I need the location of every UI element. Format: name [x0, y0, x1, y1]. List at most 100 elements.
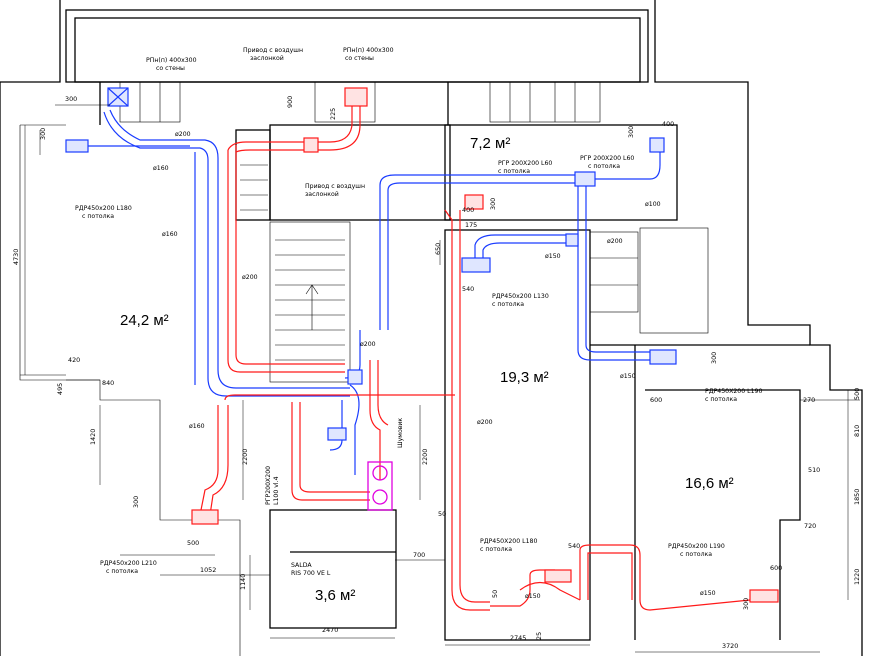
grille-rgr-mid	[464, 194, 484, 210]
dim-label: 810	[853, 425, 861, 437]
dim-label: 300	[742, 598, 750, 610]
dim-label: 2470	[322, 626, 338, 634]
dim-label: 2745	[510, 634, 526, 642]
dim-label: 420	[68, 356, 80, 364]
diffuser-rdr-bc	[544, 569, 572, 583]
dim-label: 600	[770, 564, 782, 572]
label-rpn-left-sub: со стены	[156, 65, 185, 72]
label-drive-top: Привод с воздушн	[243, 47, 303, 54]
label-rdr-right-sub: с потолка	[705, 396, 737, 403]
equipment-labels: РПн(п) 400x300 со стены Привод с воздушн…	[75, 47, 762, 577]
dim-label: 540	[568, 542, 580, 550]
dim-label: 300	[132, 496, 140, 508]
dim-label: 300	[627, 126, 635, 138]
dim-label: 300	[489, 198, 497, 210]
label-salda-model: RIS 700 VE L	[291, 570, 331, 577]
dim-label: 1052	[200, 566, 216, 574]
label-rdr-left: РДР450х200 L180	[75, 205, 132, 212]
label-rdr-left-sub: с потолка	[82, 213, 114, 220]
room-area-e: 3,6 м²	[315, 587, 355, 604]
label-rdr-bl-sub: с потолка	[106, 568, 138, 575]
diam-label: ø150	[545, 253, 561, 260]
dim-label: 400	[662, 120, 674, 128]
label-rdr-br: РДР450х200 L190	[668, 543, 725, 550]
label-rdr-right: РДР450Х200 L190	[705, 388, 762, 395]
dim-label: 720	[804, 522, 816, 530]
label-rdr-bc-sub: с потолка	[480, 546, 512, 553]
dim-label: 840	[102, 379, 114, 387]
dim-label: 500	[187, 539, 199, 547]
dim-label: 300	[710, 352, 718, 364]
diffuser-rdr-bl	[191, 509, 219, 525]
dim-label: 510	[808, 466, 820, 474]
dim-label: 1220	[853, 569, 861, 585]
label-rgr-vert: РГР200Х200	[265, 466, 272, 505]
diffuser-rdr-mid	[461, 257, 491, 273]
dim-label: 50	[491, 590, 499, 598]
diam-label: ø100	[645, 201, 661, 208]
diffuser-rdr-br	[749, 589, 779, 603]
diffuser-rdr-right	[649, 349, 677, 365]
label-rpn-right-sub: со стены	[345, 55, 374, 62]
dim-label: 500	[853, 388, 861, 400]
dim-label: 495	[56, 383, 64, 395]
label-rgr-top-sub: с потолка	[588, 163, 620, 170]
room-area-c: 19,3 м²	[500, 369, 549, 386]
dim-label: 650	[434, 243, 442, 255]
diam-label: ø150	[620, 373, 636, 380]
label-rgr-mid: РГР 200Х200 L60	[498, 160, 552, 167]
diam-label: ø160	[162, 231, 178, 238]
diam-label: ø200	[477, 419, 493, 426]
diam-label: ø150	[525, 593, 541, 600]
dim-label: 2200	[241, 449, 249, 465]
diam-label: ø150	[700, 590, 716, 597]
dim-label: 270	[803, 396, 815, 404]
label-drive-mid-sub: заслонкой	[305, 190, 339, 198]
dim-label: 25	[535, 632, 543, 640]
room-area-d: 16,6 м²	[685, 475, 734, 492]
salda-unit	[367, 461, 393, 511]
label-rdr-bl: РДР450х200 L210	[100, 560, 157, 567]
exhaust-ducts	[65, 87, 677, 475]
label-silencer: Шумовик	[397, 418, 404, 448]
label-rgr-vert-sub: L100 vl.4	[273, 476, 280, 505]
dim-label: 1140	[239, 574, 247, 590]
dim-label: 175	[465, 221, 477, 229]
supply-ducts	[191, 87, 779, 611]
room-area-a: 24,2 м²	[120, 312, 169, 329]
label-rdr-br-sub: с потолка	[680, 551, 712, 558]
dimension-lines	[20, 104, 860, 653]
dim-label: 600	[650, 396, 662, 404]
label-rgr-top: РГР 200Х200 L60	[580, 155, 634, 162]
room-area-b: 7,2 м²	[470, 135, 510, 152]
dim-label: 4730	[12, 249, 20, 265]
dim-label: 700	[413, 551, 425, 559]
label-drive-top-sub: заслонкой	[250, 54, 284, 62]
dim-label: 900	[286, 96, 294, 108]
diffuser-rdr-left	[65, 139, 89, 153]
dim-label: 2200	[421, 449, 429, 465]
label-salda: SALDA	[291, 562, 312, 569]
diam-label: ø200	[242, 274, 258, 281]
dim-label: 225	[329, 108, 337, 120]
duct-diameters: ø200 ø160 ø160 ø200 ø200 ø100 ø150 ø200 …	[153, 131, 716, 600]
dim-label: 540	[462, 285, 474, 293]
dim-label: 300	[39, 128, 47, 140]
diam-label: ø200	[360, 341, 376, 348]
label-rdr-mid: РДР450х200 L130	[492, 293, 549, 300]
diam-label: ø200	[607, 238, 623, 245]
label-rpn-right: РПн(п) 400x300	[343, 47, 394, 54]
dim-label: 1420	[89, 429, 97, 445]
dim-label: 1850	[853, 489, 861, 505]
diam-label: ø200	[175, 131, 191, 138]
dim-label: 3720	[722, 642, 738, 650]
label-rgr-mid-sub: с потолка	[498, 168, 530, 175]
grille-rgr-top	[649, 137, 665, 153]
label-rdr-bc: РДР450Х200 L180	[480, 538, 537, 545]
dimension-values: 300 300 4730 420 495 840 1420 300 500 10…	[12, 95, 861, 650]
label-rpn-left: РПн(п) 400x300	[146, 57, 197, 64]
label-drive-mid: Привод с воздушн	[305, 183, 365, 190]
dim-label: 300	[65, 95, 77, 103]
